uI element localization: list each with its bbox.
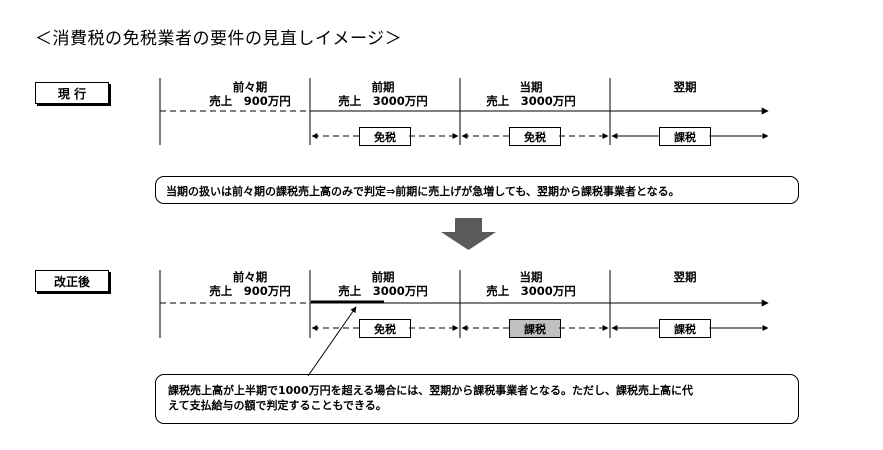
period-sales: 売上 900万円 — [209, 94, 291, 108]
revised-note: 課税売上高が上半期で1000万円を超える場合には、翌期から課税事業者となる。ただ… — [155, 374, 799, 424]
revised-label: 改正後 — [35, 270, 109, 292]
page-title: ＜消費税の免税業者の要件の見直しイメージ＞ — [35, 29, 403, 49]
period-sales: 売上 3000万円 — [486, 284, 576, 298]
current-period-yokuki: 翌期 — [620, 80, 750, 94]
period-sales: 売上 3000万円 — [338, 94, 428, 108]
current-label: 現 行 — [35, 82, 109, 104]
current-period-zenki: 前期 売上 3000万円 — [318, 80, 448, 108]
revised-period-yokuki: 翌期 — [620, 270, 750, 284]
down-arrow-icon — [441, 218, 496, 250]
revised-timeline — [159, 270, 769, 377]
current-period-touki: 当期 売上 3000万円 — [466, 80, 596, 108]
current-note: 当期の扱いは前々期の課税売上高のみで判定⇒前期に売上げが急増しても、翌期から課税… — [155, 176, 799, 204]
revised-period-zenzenki: 前々期 売上 900万円 — [185, 270, 315, 298]
revised-note-line2: えて支払給与の額で判定することもできる。 — [168, 399, 387, 412]
period-name: 翌期 — [673, 270, 697, 284]
period-name: 当期 — [519, 270, 543, 284]
current-tax-touki: 免税 — [509, 127, 561, 146]
period-name: 前期 — [371, 80, 395, 94]
current-period-zenzenki: 前々期 売上 900万円 — [185, 80, 315, 108]
period-sales: 売上 3000万円 — [338, 284, 428, 298]
period-name: 前期 — [371, 270, 395, 284]
period-name: 翌期 — [673, 80, 697, 94]
current-timeline — [159, 78, 769, 145]
period-sales: 売上 3000万円 — [486, 94, 576, 108]
revised-period-zenki: 前期 売上 3000万円 — [318, 270, 448, 298]
revised-period-touki: 当期 売上 3000万円 — [466, 270, 596, 298]
period-name: 前々期 — [232, 270, 268, 284]
period-sales: 売上 900万円 — [209, 284, 291, 298]
revised-tax-zenki: 免税 — [359, 319, 411, 338]
period-name: 前々期 — [232, 80, 268, 94]
period-name: 当期 — [519, 80, 543, 94]
revised-note-line1: 課税売上高が上半期で1000万円を超える場合には、翌期から課税事業者となる。ただ… — [168, 384, 693, 397]
callout-pointer-arrow — [307, 306, 357, 377]
revised-tax-yokuki: 課税 — [659, 319, 711, 338]
